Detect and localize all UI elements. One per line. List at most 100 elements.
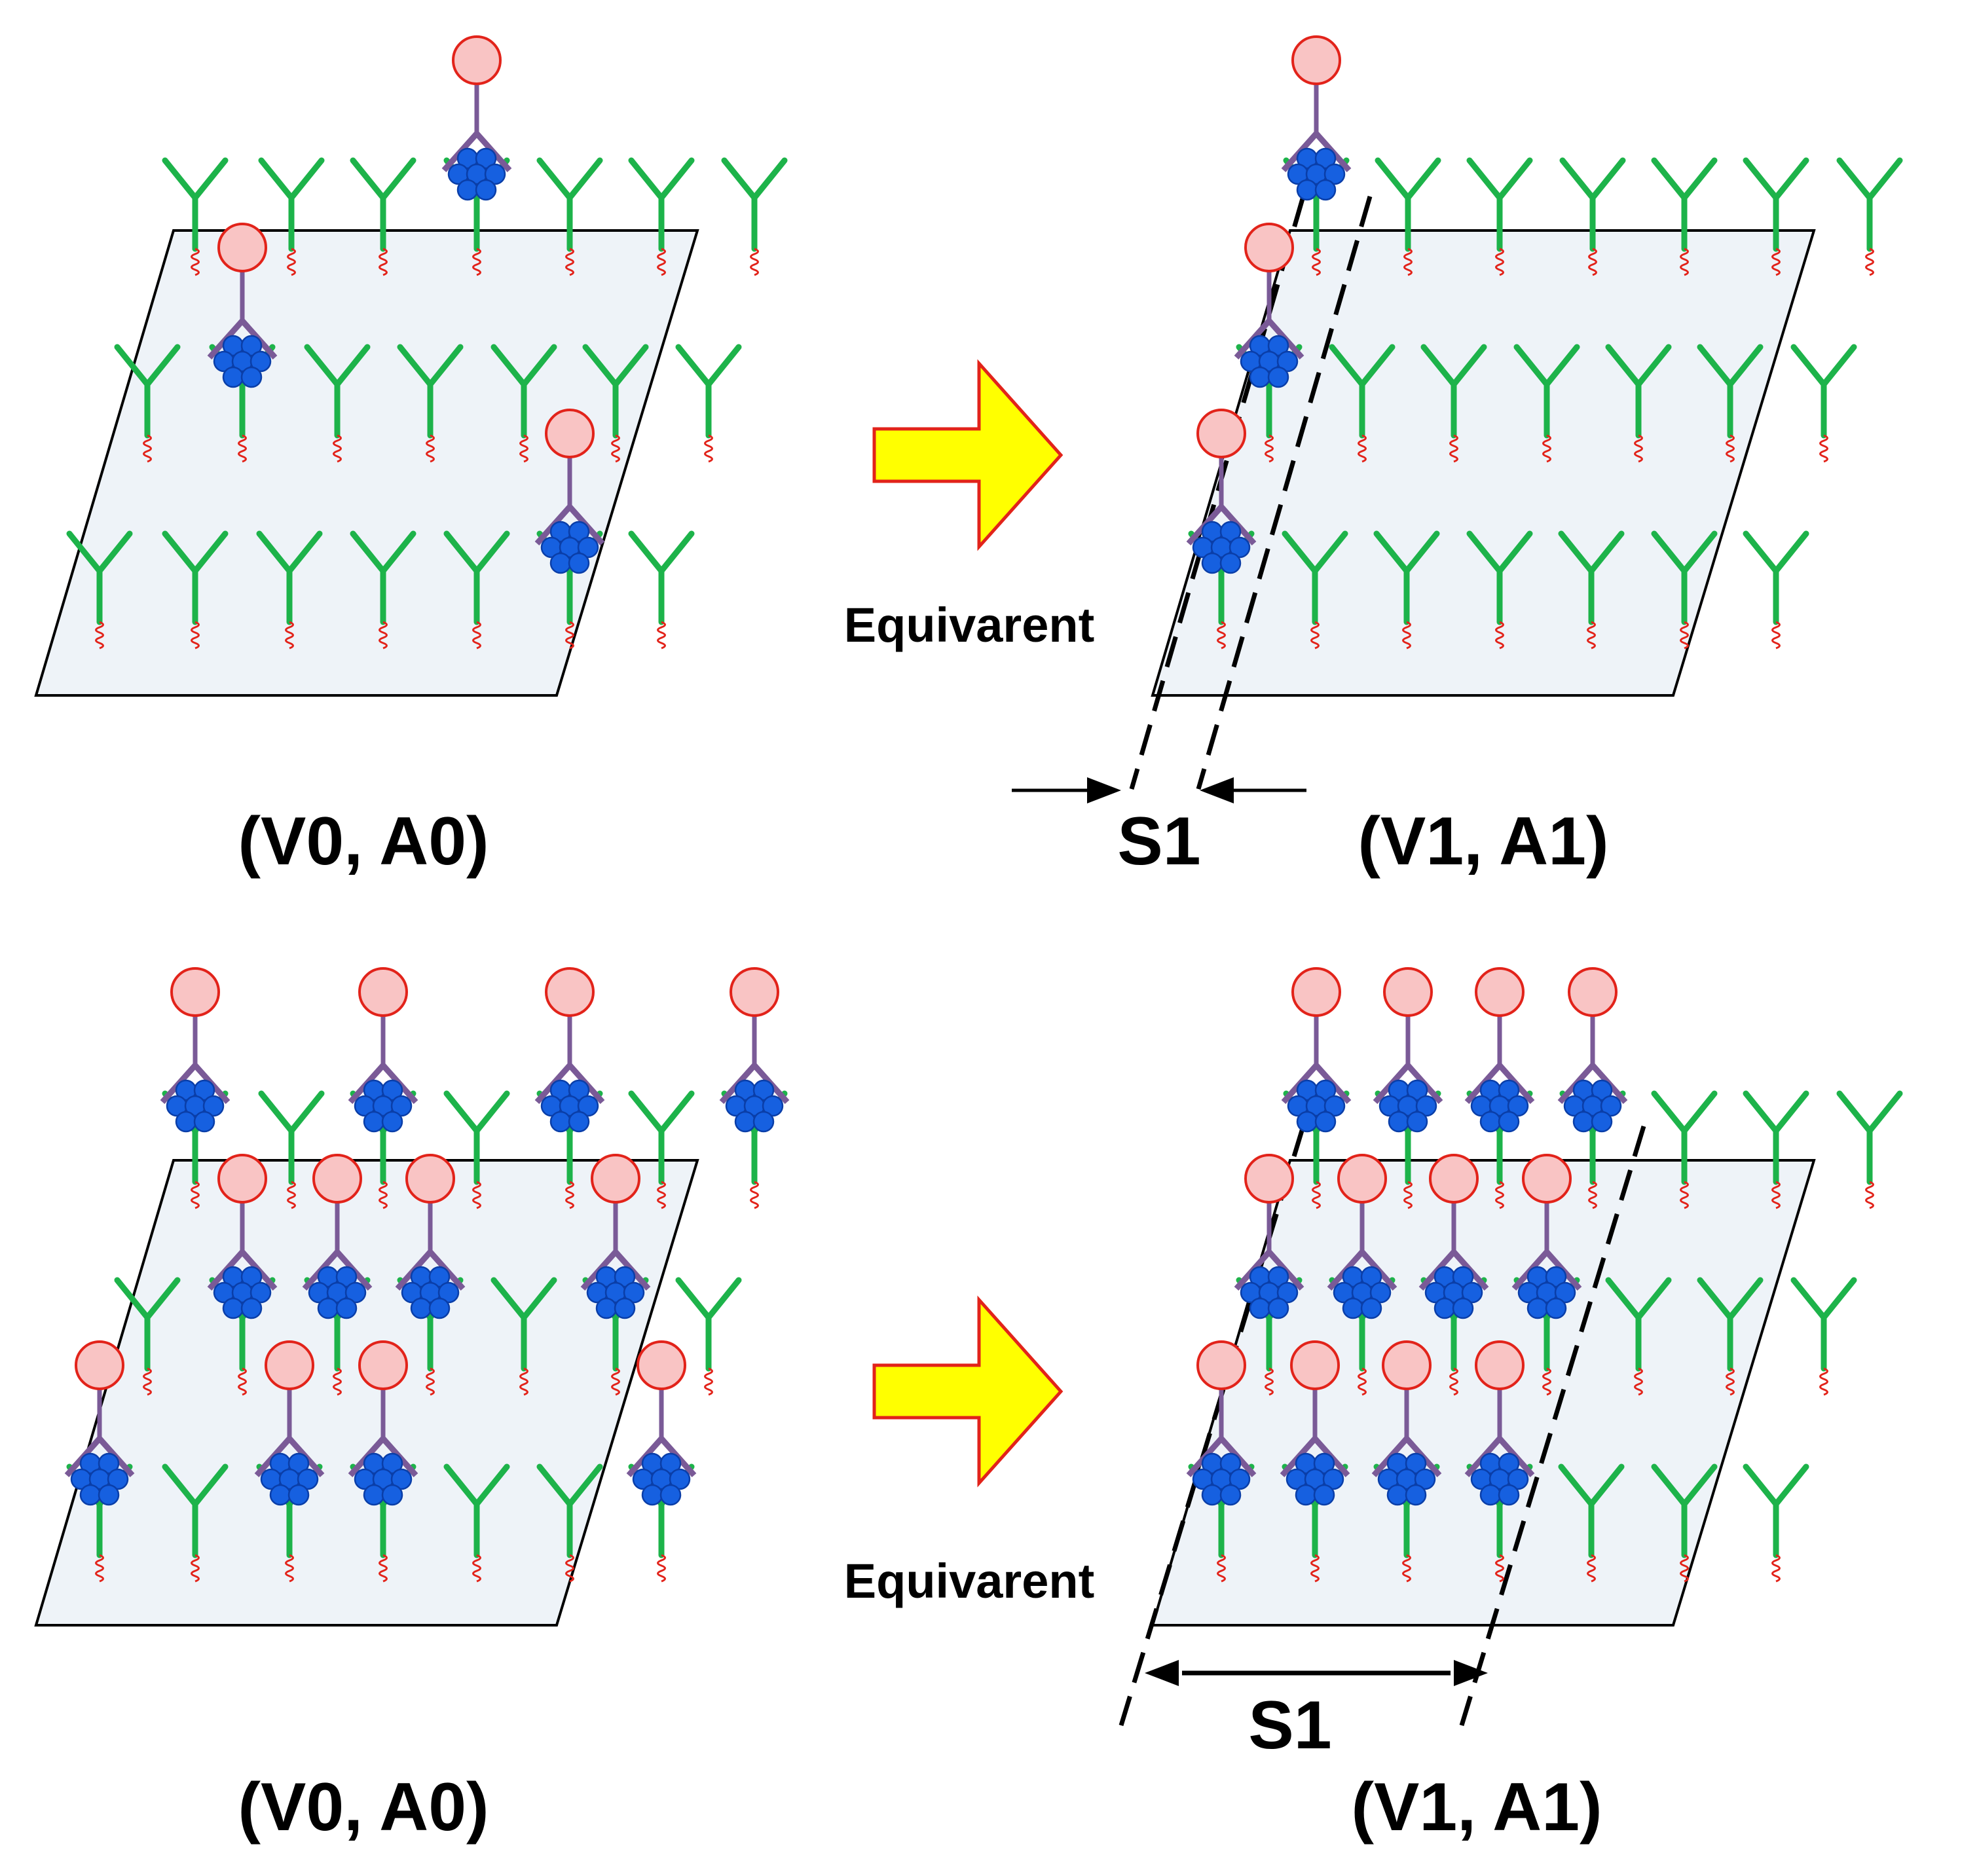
particle-complex <box>1327 1154 1397 1319</box>
bead-cluster-icon <box>287 1484 310 1506</box>
sphere-icon <box>1475 967 1525 1017</box>
particle-complex <box>1234 223 1304 388</box>
sphere-icon <box>1568 967 1618 1017</box>
antibody-icon <box>397 344 464 463</box>
sphere-icon <box>452 35 502 85</box>
antibody-icon <box>162 1463 229 1583</box>
antibody-arm-left <box>258 157 295 201</box>
antibody-arm-right <box>1589 157 1626 201</box>
linker-squiggle <box>1819 1367 1828 1396</box>
complex-chevron <box>1464 1435 1535 1477</box>
antibody-arm-left <box>397 344 434 388</box>
bead-cluster-icon <box>363 1111 385 1133</box>
particle-complex <box>254 1340 325 1506</box>
bead-cluster-icon <box>1342 1297 1364 1319</box>
bead-cluster-icon <box>484 163 506 185</box>
antibody-arm-right <box>96 530 133 574</box>
antibody-arm-right <box>1681 157 1718 201</box>
antibody-arm-left <box>1558 530 1595 574</box>
bead-cluster-icon <box>1249 366 1271 388</box>
linker-squiggle <box>1402 1554 1411 1583</box>
bead-cluster-icon <box>287 1452 310 1475</box>
antibody-arm-right <box>144 344 181 388</box>
complex-chevron <box>348 1062 418 1104</box>
antibody-arm-right <box>1681 1090 1718 1134</box>
complex-chevron <box>64 1435 135 1477</box>
linker-squiggle <box>1358 434 1367 463</box>
sphere-icon <box>1291 35 1341 85</box>
linker-squiggle <box>238 1367 247 1396</box>
bead-cluster-icon <box>1229 1468 1251 1490</box>
sphere-icon <box>1337 1154 1387 1204</box>
linker-squiggle <box>333 434 342 463</box>
complex-chevron <box>1418 1249 1489 1291</box>
antibody-icon <box>1743 157 1809 276</box>
antibody-arm-left <box>443 530 480 574</box>
antibody-arm-right <box>286 530 323 574</box>
bead-cluster-icon <box>1591 1111 1613 1133</box>
antibody-arm-right <box>427 344 464 388</box>
bead-cluster-icon <box>549 1111 572 1133</box>
sphere-icon <box>545 967 595 1017</box>
bead-cluster-icon <box>107 1468 129 1490</box>
sphere-icon <box>312 1154 362 1204</box>
substrate-plate <box>34 229 699 697</box>
linker-squiggle <box>143 434 152 463</box>
block-arrow-right-icon <box>872 1295 1063 1488</box>
antibody-arm-right <box>1496 157 1533 201</box>
antibody-icon <box>1375 157 1441 276</box>
antibody-arm-right <box>1773 157 1809 201</box>
label-bottom-right: (V1, A1) <box>1351 1769 1602 1845</box>
bead-cluster-icon <box>240 1266 263 1288</box>
antibody-arm-right <box>288 1090 325 1134</box>
complex-chevron <box>1327 1249 1397 1291</box>
linker-squiggle <box>287 248 296 276</box>
antibody-icon <box>721 157 788 276</box>
particle-complex <box>348 967 418 1133</box>
block-arrow-right-icon <box>872 359 1063 551</box>
antibody-icon <box>1743 530 1809 650</box>
bead-cluster-icon <box>614 1297 636 1319</box>
complex-chevron <box>580 1249 651 1291</box>
bead-cluster-icon <box>1386 1484 1409 1506</box>
bead-cluster-icon <box>1323 163 1346 185</box>
linker-squiggle <box>285 621 294 650</box>
dashed-boundary-right <box>1196 196 1373 790</box>
antibody-arm-right <box>1821 344 1857 388</box>
bead-cluster-icon <box>381 1484 403 1506</box>
bead-cluster-icon <box>1314 1111 1337 1133</box>
antibody-arm-left <box>490 344 527 388</box>
antibody-icon <box>1836 157 1903 276</box>
linker-squiggle <box>1771 1181 1781 1209</box>
bead-cluster-icon <box>752 1111 775 1133</box>
antibody-arm-right <box>288 157 325 201</box>
particle-complex <box>580 1154 651 1319</box>
antibody-arm-left <box>1743 1090 1779 1134</box>
bead-cluster-icon <box>344 1281 367 1304</box>
bead-cluster-icon <box>98 1484 120 1506</box>
linker-squiggle <box>1588 1181 1597 1209</box>
antibody-arm-left <box>1375 157 1411 201</box>
antibody-icon <box>1697 1277 1764 1396</box>
antibody-arm-right <box>1312 530 1348 574</box>
linker-squiggle <box>1217 1554 1226 1583</box>
bead-cluster-icon <box>240 335 263 357</box>
antibody-arm-right <box>1681 1463 1718 1507</box>
linker-squiggle <box>1726 1367 1735 1396</box>
bead-cluster-icon <box>1406 1111 1428 1133</box>
complex-chevron <box>1280 1435 1350 1477</box>
bead-cluster-icon <box>250 350 272 373</box>
antibody-arm-right <box>1405 157 1441 201</box>
antibody-arm-right <box>1588 1463 1625 1507</box>
antibody-arm-right <box>1635 1277 1672 1321</box>
bead-cluster-icon <box>475 147 497 170</box>
bead-cluster-icon <box>1545 1266 1567 1288</box>
antibody-icon <box>1513 344 1580 463</box>
bead-cluster-icon <box>1369 1281 1392 1304</box>
s1-label-top: S1 <box>1117 803 1200 879</box>
bead-cluster-icon <box>1295 1484 1317 1506</box>
linker-squiggle <box>611 434 620 463</box>
linker-squiggle <box>1865 1181 1874 1209</box>
sphere-icon <box>405 1154 455 1204</box>
antibody-arm-left <box>114 344 151 388</box>
